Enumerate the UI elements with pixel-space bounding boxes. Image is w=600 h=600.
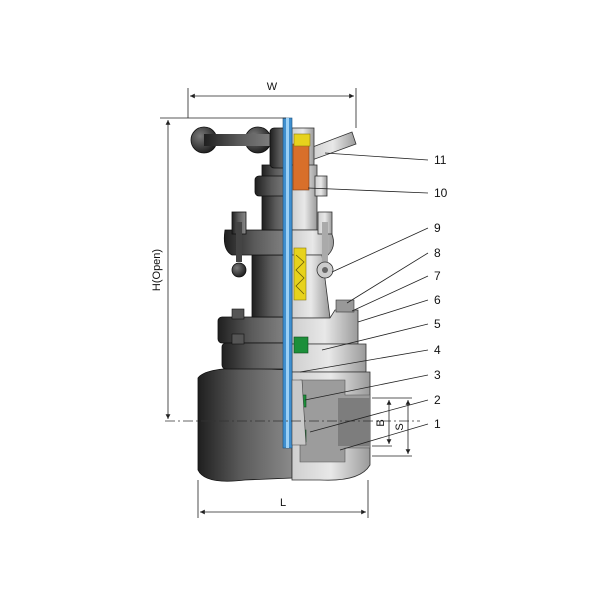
backseat — [293, 336, 309, 354]
callout-1: 1 — [434, 417, 441, 431]
callout-8: 8 — [434, 246, 441, 260]
callout-9: 9 — [434, 221, 441, 235]
height-label: H(Open) — [151, 249, 163, 291]
colored-components — [282, 117, 311, 449]
b-label: B — [375, 419, 387, 426]
callout-7: 7 — [434, 269, 441, 283]
callout-5: 5 — [434, 317, 441, 331]
dimension-lines — [160, 88, 412, 518]
valve-body-external — [197, 164, 293, 482]
callout-6: 6 — [434, 293, 441, 307]
length-label: L — [280, 497, 286, 509]
callout-2: 2 — [434, 393, 441, 407]
handwheel — [190, 126, 357, 169]
callout-labels: 11 10 9 8 7 6 5 4 3 2 1 — [434, 153, 448, 431]
dimension-labels: W H(Open) L B S — [151, 81, 406, 509]
callout-10: 10 — [434, 186, 448, 200]
callout-leaders — [299, 152, 429, 451]
wedge — [291, 379, 307, 446]
callout-4: 4 — [434, 343, 441, 357]
callout-3: 3 — [434, 368, 441, 382]
callout-11: 11 — [434, 153, 447, 167]
width-label: W — [267, 81, 278, 93]
stem-nut — [292, 143, 310, 191]
s-label: S — [394, 423, 406, 430]
